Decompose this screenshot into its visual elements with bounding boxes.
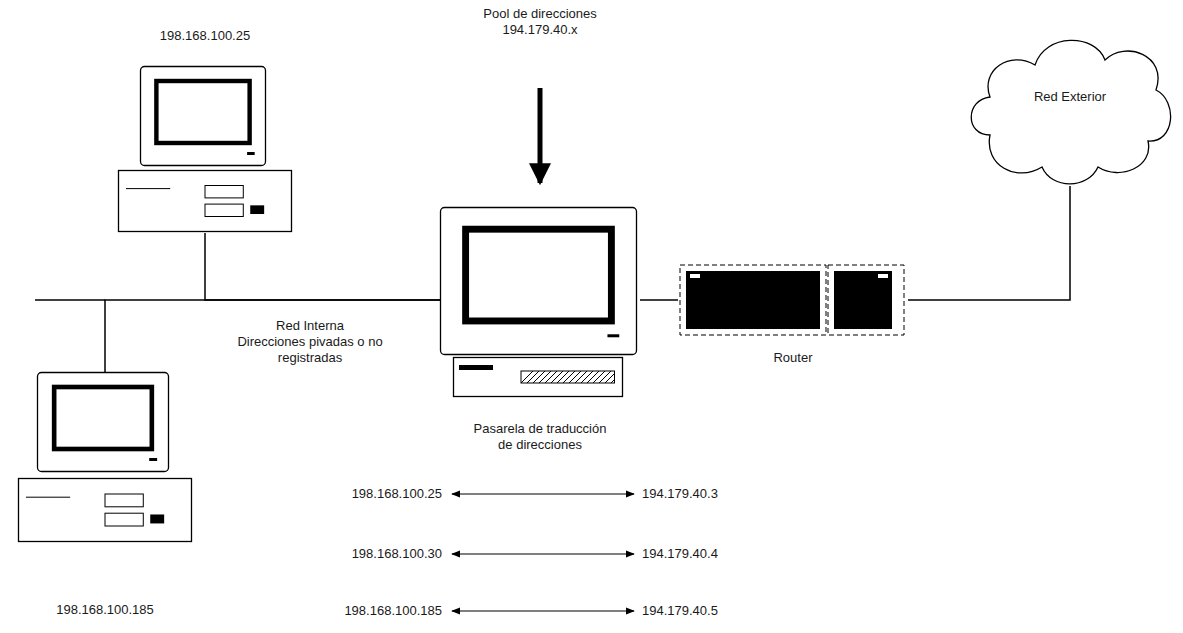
hatch — [557, 371, 569, 383]
mapping-arrow — [452, 553, 634, 554]
nat-gateway: Pasarela de traducción de direcciones — [440, 207, 640, 455]
pool-label: Pool de direcciones — [440, 6, 640, 22]
node-label: Pasarela de traducción de direcciones — [465, 421, 615, 454]
cloud-outline — [971, 40, 1170, 184]
vent — [126, 188, 170, 189]
hatch — [593, 371, 605, 383]
pool-range: 194.179.40.x — [440, 22, 640, 38]
button — [250, 205, 264, 214]
node-label: Router — [773, 350, 812, 366]
network-label: Red Interna — [230, 318, 390, 334]
network-link — [908, 186, 1070, 300]
pool-arrow — [538, 88, 543, 183]
node-label: 198.168.100.25 — [160, 28, 250, 44]
public-address: 194.179.40.5 — [642, 603, 782, 619]
hatch — [587, 371, 599, 383]
vent — [26, 497, 70, 498]
monitor — [441, 208, 637, 355]
public-address: 194.179.40.5 — [642, 603, 782, 619]
node-label: Red Exterior — [1034, 89, 1106, 105]
port — [878, 274, 888, 278]
private-address: 198.168.100.30 — [260, 546, 442, 562]
public-address: 194.179.40.3 — [642, 486, 782, 502]
hatch — [599, 371, 611, 383]
hatch — [605, 374, 615, 384]
external-network-cloud-shape — [960, 15, 1180, 190]
workstation: 198.168.100.25 — [115, 28, 295, 233]
system-unit — [119, 171, 292, 232]
power-led — [149, 458, 157, 461]
drive-slot — [205, 204, 243, 216]
hatch — [569, 371, 581, 383]
drive-slot — [105, 513, 143, 526]
router-shape — [678, 262, 908, 366]
nat-gateway-shape — [440, 207, 640, 455]
power-led — [247, 152, 255, 155]
external-network-cloud: Red Exterior — [960, 15, 1180, 190]
workstation-shape — [115, 28, 295, 233]
system-unit — [19, 479, 192, 542]
hatch — [533, 371, 545, 383]
private-address: 198.168.100.185 — [260, 603, 442, 619]
hatch — [611, 380, 615, 384]
network-link — [105, 300, 440, 372]
router-module — [834, 271, 892, 329]
public-address: 194.179.40.3 — [642, 486, 782, 502]
router-frame — [828, 265, 904, 335]
drive-slot — [205, 186, 243, 198]
system-unit — [454, 358, 623, 397]
node-label: 198.168.100.185 — [56, 602, 154, 618]
hatch — [521, 371, 533, 383]
drive-slot — [105, 494, 143, 507]
hatch — [551, 371, 563, 383]
network-note: Direcciones pivadas o no registradas — [230, 334, 390, 367]
drive-bay — [521, 371, 615, 383]
router: Router — [678, 262, 908, 366]
bus-line — [35, 299, 105, 301]
network-link — [640, 299, 678, 301]
router-frame — [680, 265, 826, 335]
hatch — [527, 371, 539, 383]
public-address: 194.179.40.4 — [642, 546, 782, 562]
public-address: 194.179.40.4 — [642, 546, 782, 562]
mapping-arrow — [452, 610, 634, 611]
network-link — [205, 233, 440, 300]
mapping-arrow — [452, 493, 634, 494]
monitor — [38, 373, 169, 472]
hatch — [545, 371, 557, 383]
screen — [156, 81, 249, 143]
power-led — [607, 334, 619, 337]
private-address: 198.168.100.185 — [260, 603, 442, 619]
screen — [466, 229, 612, 321]
hatch — [563, 371, 575, 383]
workstation: 198.168.100.185 — [15, 372, 195, 618]
private-address: 198.168.100.25 — [260, 486, 442, 502]
screen — [54, 387, 152, 449]
network-label: Red Interna — [230, 318, 390, 334]
hatch — [575, 371, 587, 383]
hatch — [581, 371, 593, 383]
pool-range: 194.179.40.x — [440, 22, 640, 38]
button — [150, 514, 164, 523]
port — [690, 274, 700, 278]
network-note: Direcciones pivadas o no registradas — [230, 334, 390, 367]
workstation-shape — [15, 372, 195, 618]
pool-label: Pool de direcciones — [440, 6, 640, 22]
private-address: 198.168.100.25 — [260, 486, 442, 502]
drive-slot — [459, 365, 493, 370]
hatch — [539, 371, 551, 383]
monitor — [141, 67, 266, 166]
private-address: 198.168.100.30 — [260, 546, 442, 562]
router-module — [686, 271, 820, 329]
